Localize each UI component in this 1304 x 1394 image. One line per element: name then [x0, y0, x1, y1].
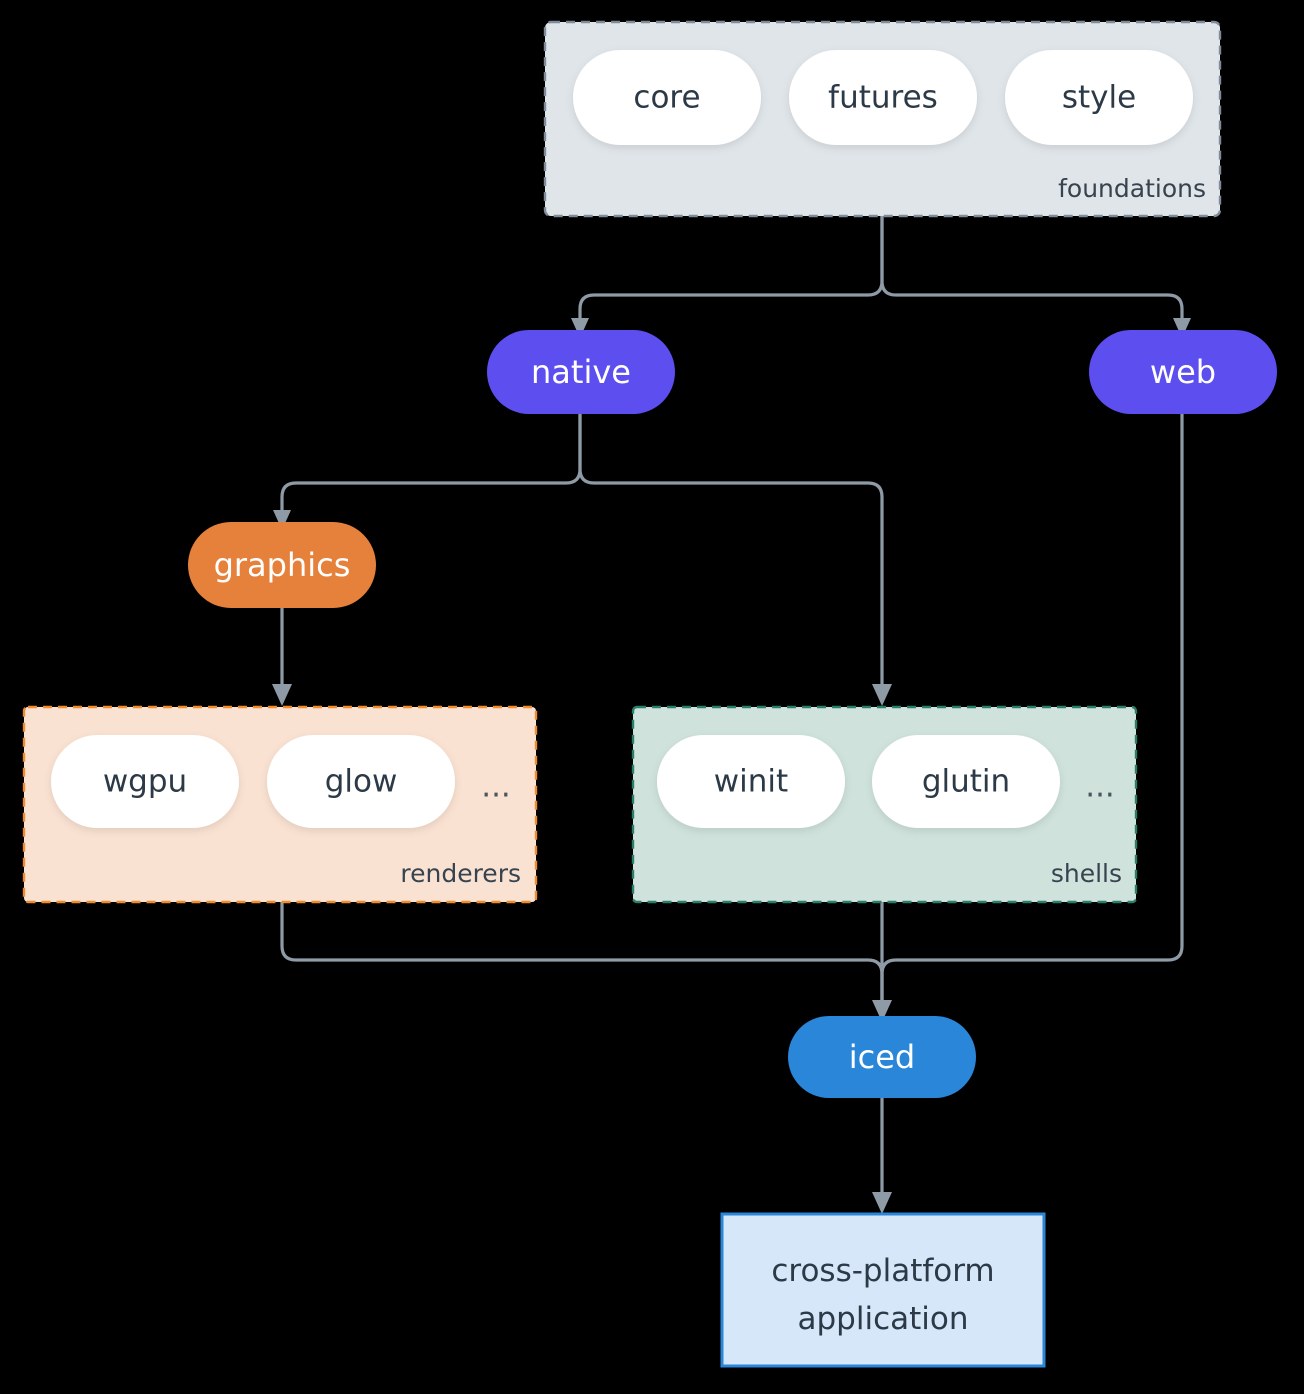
arrowhead-graphics	[273, 510, 291, 530]
pill-wgpu-label: wgpu	[103, 764, 187, 800]
group-renderers-label: renderers	[400, 859, 521, 888]
node-graphics[interactable]: graphics	[188, 522, 376, 608]
arrowhead-native	[571, 318, 589, 338]
node-native-shape	[487, 330, 675, 414]
pill-core[interactable]: core	[573, 50, 761, 145]
pill-glutin-label: glutin	[922, 764, 1010, 800]
node-iced-label: iced	[849, 1038, 915, 1076]
pill-glow[interactable]: glow	[267, 735, 455, 828]
arrowhead-web	[1173, 318, 1191, 338]
pill-glutin[interactable]: glutin	[872, 735, 1060, 828]
pill-futures-shape	[789, 50, 977, 145]
edge-foundations-to-web	[880, 214, 1184, 324]
pill-glow-shape	[267, 735, 455, 828]
pill-core-shape	[573, 50, 761, 145]
edge-layer	[272, 214, 1191, 1214]
pill-wgpu[interactable]: wgpu	[51, 735, 239, 828]
pill-style-shape	[1005, 50, 1193, 145]
pill-winit[interactable]: winit	[657, 735, 845, 828]
group-foundations-label: foundations	[1058, 174, 1206, 203]
pill-futures[interactable]: futures	[789, 50, 977, 145]
edge-native-to-shells	[578, 412, 884, 690]
arrowhead-iced	[872, 1000, 892, 1022]
node-native[interactable]: native	[487, 330, 675, 414]
shells-ellipsis: ...	[1085, 769, 1115, 805]
arrowhead-renderers	[272, 684, 292, 706]
pill-style[interactable]: style	[1005, 50, 1193, 145]
group-shells[interactable]: winit glutin ... shells	[631, 705, 1138, 904]
pill-futures-label: futures	[828, 80, 938, 116]
node-native-label: native	[531, 353, 631, 391]
node-graphics-label: graphics	[214, 546, 351, 584]
output-line-2: application	[798, 1301, 969, 1337]
output-box-shape	[720, 1212, 1046, 1368]
pill-glutin-shape	[872, 735, 1060, 828]
node-web[interactable]: web	[1089, 330, 1277, 414]
output-line-1: cross-platform	[771, 1253, 994, 1289]
pill-winit-label: winit	[714, 764, 788, 800]
pill-core-label: core	[633, 80, 700, 116]
group-shells-label: shells	[1051, 859, 1122, 888]
pill-wgpu-shape	[51, 735, 239, 828]
pill-glow-label: glow	[325, 764, 398, 800]
pill-style-label: style	[1062, 80, 1136, 116]
node-iced[interactable]: iced	[788, 1016, 976, 1098]
node-iced-shape	[788, 1016, 976, 1098]
renderers-ellipsis: ...	[481, 769, 511, 805]
group-foundations[interactable]: core futures style foundations	[543, 20, 1222, 218]
group-renderers[interactable]: wgpu glow ... renderers	[22, 705, 538, 904]
node-web-shape	[1089, 330, 1277, 414]
pill-winit-shape	[657, 735, 845, 828]
output-cross-platform-application[interactable]: cross-platform application	[720, 1212, 1046, 1368]
node-web-label: web	[1150, 353, 1216, 391]
node-graphics-shape	[188, 522, 376, 608]
arrowhead-shells	[872, 684, 892, 706]
edge-web-to-iced	[880, 412, 1184, 1006]
arrowhead-application	[872, 1192, 892, 1214]
